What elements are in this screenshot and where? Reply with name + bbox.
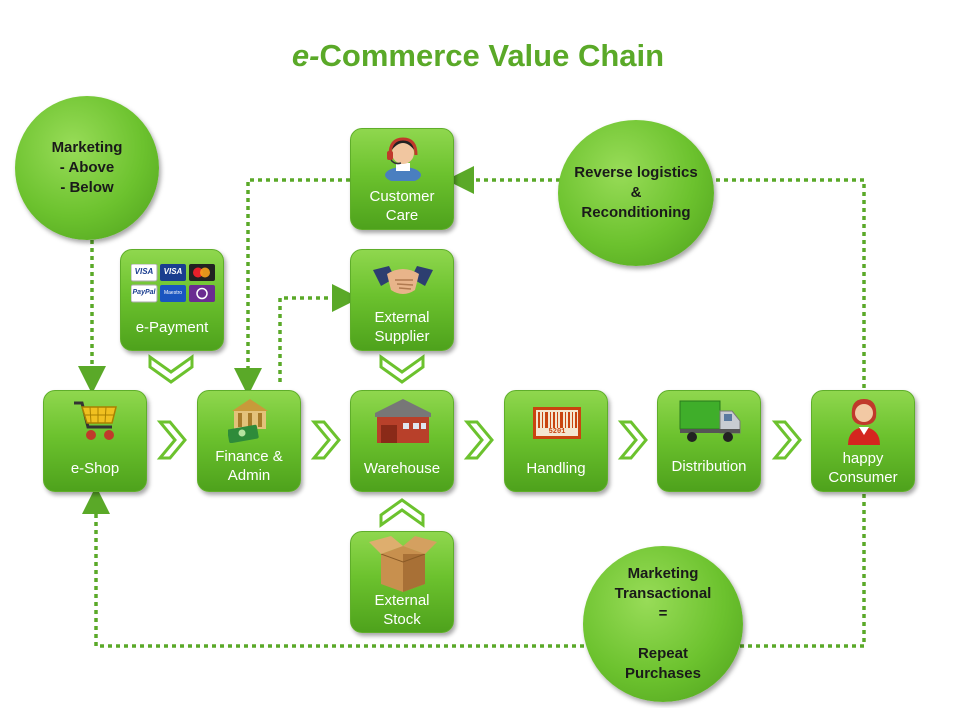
maestro-card-label: Maestro [163,290,183,296]
chevron-4 [617,420,648,460]
chevron-stock-up [379,498,425,528]
external-supplier-box: External Supplier [350,249,454,351]
warehouse-building-icon [375,399,431,443]
finance-to-supplier-connector [278,284,360,382]
barcode-number: 5201 [548,428,566,436]
customer-care-box: Customer Care [350,128,454,230]
page-title: e-Commerce Value Chain [291,38,665,73]
finance-admin-label: Finance & Admin [215,448,283,484]
e-payment-label: e-Payment [135,319,209,336]
consumer-label: happy Consumer [828,450,898,486]
e-shop-label: e-Shop [70,460,120,477]
finance-admin-box: Finance & Admin [197,390,301,492]
visa-electron-card-label: VISA [163,267,183,276]
truck-icon [679,400,741,442]
chevron-payment-down [148,354,194,384]
warehouse-label: Warehouse [363,460,441,477]
distribution-box: Distribution [657,390,761,492]
chevron-supplier-down [379,354,425,384]
chevron-1 [156,420,187,460]
consumer-person-icon [848,399,880,445]
chevron-2 [310,420,341,460]
marketing-circle: Marketing - Above - Below [15,96,159,240]
consumer-to-eshop-connector [82,486,866,648]
warehouse-box: Warehouse [350,390,454,492]
handling-box: 5201 Handling [504,390,608,492]
repeat-purchases-circle: Marketing Transactional = Repeat Purchas… [583,546,743,702]
headset-agent-icon [385,137,421,181]
handling-label: Handling [526,460,586,477]
shopping-cart-icon [74,401,117,440]
consumer-to-care-connector [446,166,866,388]
cardboard-box-icon [369,536,437,592]
chevron-5 [771,420,802,460]
external-stock-label: External Stock [374,592,430,628]
paypal-card-label: PayPal [132,289,156,296]
external-supplier-label: External Supplier [374,309,430,345]
care-to-finance-connector [234,178,350,396]
handshake-icon [373,266,433,294]
bank-money-icon [228,399,268,443]
external-stock-box: External Stock [350,531,454,633]
e-shop-box: e-Shop [43,390,147,492]
reverse-logistics-circle: Reverse logistics & Reconditioning [558,120,714,266]
consumer-box: happy Consumer [811,390,915,492]
distribution-label: Distribution [671,458,747,475]
visa-card-label: VISA [134,267,154,276]
chevron-3 [463,420,494,460]
barcode-icon [533,407,581,439]
credit-cards-icon: VISA VISA PayPal Maestro [130,263,217,304]
e-payment-box: VISA VISA PayPal Maestro e-Payment [120,249,224,351]
customer-care-label: Customer Care [369,188,435,224]
